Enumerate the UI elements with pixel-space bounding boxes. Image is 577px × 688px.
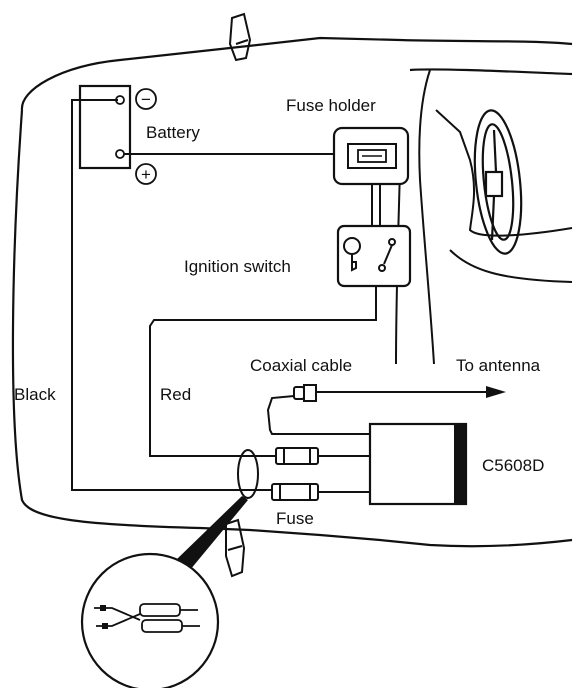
black-wire-label: Black [14,385,56,404]
switch-symbol-icon [378,238,396,272]
fuse-icon [275,447,319,465]
black-wire [71,99,272,491]
positive-terminal-sign: + [141,165,151,184]
fuse-holder-label: Fuse holder [286,96,376,115]
mirror-icon [228,12,252,62]
callout-pointer [176,496,248,570]
mirror-icon [225,518,246,578]
to-antenna-label: To antenna [456,356,541,375]
car-body-outline [11,36,573,548]
fuse-holder-icon [332,126,410,186]
steering-wheel-icon [473,109,523,255]
battery-positive-terminal [135,163,157,185]
fuse-label: Fuse [276,509,314,528]
coaxial-cable-label: Coaxial cable [250,356,352,375]
coaxial-cable [266,395,370,435]
ignition-switch-label: Ignition switch [184,257,291,276]
red-wire-label: Red [160,385,191,404]
coax-connector-icon [293,384,317,402]
radio-unit-icon [368,422,468,506]
antenna-arrow-icon [486,386,506,398]
negative-terminal-sign: − [141,90,151,109]
unit-code-label: C5608D [482,456,544,475]
magnified-detail [80,552,220,688]
ignition-switch-icon [336,224,412,288]
battery-negative-terminal [135,88,157,110]
key-icon [343,237,361,272]
battery-label: Battery [146,123,200,142]
wires [71,99,490,493]
red-wire [149,284,377,457]
fuse-icon [271,483,319,501]
callout-ring [237,449,259,499]
